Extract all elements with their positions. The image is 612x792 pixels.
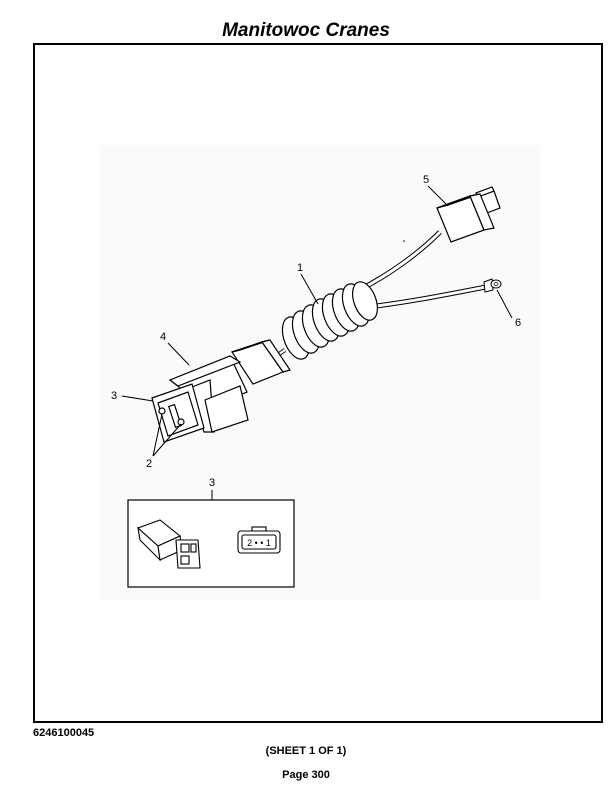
callout-1: 1 [297,262,303,274]
leader-6 [496,289,513,319]
ground-wire-outline [367,288,487,310]
callout-6: 6 [515,317,521,329]
detail-pin-face [237,526,281,554]
connector-5 [436,186,501,243]
callout-4: 4 [160,331,166,343]
leader-5 [427,185,449,207]
detail-pin-label: 2 • • 1 [247,538,271,548]
ground-wire [367,284,487,306]
callout-3: 3 [111,390,117,402]
sheet-indicator: (SHEET 1 OF 1) [265,745,347,757]
leader-2a [152,413,163,457]
callout-5: 5 [423,174,429,186]
leader-3 [121,395,154,402]
ring-terminal [483,278,502,293]
page-number: Page 300 [282,769,330,781]
detail-connector [136,519,201,569]
connector-face [151,383,205,443]
callout-3-detail: 3 [209,477,215,489]
leader-2b [152,423,182,457]
coiled-wire [281,281,378,360]
drawing-frame [33,43,603,723]
drawing-speck [403,240,405,242]
callout-2: 2 [146,458,152,470]
leader-4 [167,342,190,366]
document-number: 6246100045 [33,727,95,739]
connector-4 [168,355,249,433]
connector-4-boot [231,339,291,385]
page-title: Manitowoc Cranes [222,20,390,41]
leader-1 [300,273,319,305]
